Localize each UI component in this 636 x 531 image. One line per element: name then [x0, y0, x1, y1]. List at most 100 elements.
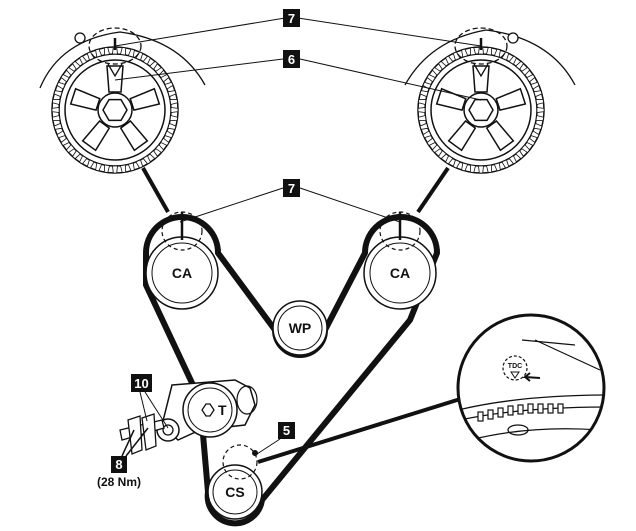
sprocket-tooth	[493, 48, 501, 58]
sprocket-tooth	[452, 159, 461, 169]
sprocket-tooth	[417, 107, 426, 113]
sprocket-tooth	[142, 55, 151, 65]
sprocket-tooth	[445, 55, 454, 65]
sprocket-tooth	[526, 137, 536, 146]
sprocket-tooth	[71, 150, 81, 160]
pointer-right	[416, 166, 450, 214]
sprocket-tooth	[51, 98, 61, 106]
sprocket-tooth	[469, 46, 477, 56]
sprocket-tooth	[419, 90, 429, 98]
cam-pulley-right: CA	[363, 211, 437, 310]
sprocket-tooth	[60, 137, 70, 146]
sprocket-tooth	[437, 150, 447, 160]
sprocket-tooth	[515, 150, 525, 160]
sprocket-tooth	[155, 66, 165, 76]
pointer-left	[141, 167, 170, 213]
tdc-label: TDC	[508, 363, 522, 370]
sprocket-notch-right	[473, 63, 489, 78]
pointer-detail	[257, 394, 471, 464]
sprocket-tooth	[155, 144, 165, 154]
sprocket-tooth	[461, 162, 469, 172]
callout-6: 6	[114, 50, 482, 101]
sprocket-tooth	[508, 155, 517, 165]
cam-pulley-left: CA	[145, 211, 219, 310]
sprocket-tooth	[419, 122, 429, 130]
camshaft-sprocket-right	[417, 46, 545, 174]
sprocket-tooth	[515, 60, 525, 70]
sprocket-tooth	[53, 90, 63, 98]
sprocket-notch-left	[107, 63, 123, 78]
sprocket-tooth	[79, 155, 88, 165]
sprocket-tooth	[119, 46, 127, 56]
sprocket-tooth	[164, 81, 174, 90]
sprocket-tooth	[112, 46, 118, 55]
torque-spec: (28 Nm)	[97, 475, 141, 489]
callout-7-mid: 7	[179, 179, 401, 223]
callout-8: 8 (28 Nm)	[97, 427, 149, 489]
sprocket-tooth	[53, 122, 63, 130]
engine-head-right	[404, 29, 576, 86]
sprocket-tooth	[536, 107, 545, 113]
cam-pulley-right-label: CA	[390, 265, 410, 281]
sprocket-tooth	[478, 165, 484, 174]
sprocket-tooth	[65, 66, 75, 76]
sprocket-tooth	[530, 130, 540, 139]
callout-7-mid-label: 7	[288, 181, 295, 196]
sprocket-tooth	[170, 107, 179, 113]
engine-head-left	[39, 31, 206, 89]
sprocket-tooth	[160, 137, 170, 146]
tdc-detail-inset: TDC	[456, 313, 606, 463]
sprocket-tooth	[119, 164, 127, 174]
sprocket-tooth	[51, 107, 60, 113]
sprocket-tooth	[164, 130, 174, 139]
sprocket-tooth	[56, 81, 66, 90]
sprocket-tooth	[526, 74, 536, 83]
sprocket-tooth	[60, 74, 70, 83]
sprocket-tooth	[169, 98, 179, 106]
sprocket-tooth	[169, 114, 179, 122]
sprocket-tooth	[493, 162, 501, 172]
callout-7-top-label: 7	[288, 11, 295, 26]
sprocket-tooth	[86, 51, 95, 61]
sprocket-tooth	[417, 98, 427, 106]
sprocket-tooth	[112, 165, 118, 174]
crankshaft-pulley: CS	[207, 444, 263, 520]
sprocket-tooth	[127, 48, 135, 58]
sprocket-tooth	[127, 162, 135, 172]
crankshaft-label: CS	[225, 484, 244, 500]
tensioner-label: T	[218, 402, 227, 418]
tensioner-assembly: T	[156, 379, 258, 442]
sprocket-tooth	[533, 90, 543, 98]
head-stud-left	[74, 32, 86, 44]
sprocket-tooth	[535, 98, 545, 106]
sprocket-tooth	[469, 164, 477, 174]
sprocket-tooth	[485, 164, 493, 174]
sprocket-tooth	[422, 130, 432, 139]
sprocket-tooth	[142, 155, 151, 165]
sprocket-tooth	[51, 114, 61, 122]
sprocket-tooth	[521, 144, 531, 154]
sprocket-tooth	[431, 66, 441, 76]
sprocket-tooth	[160, 74, 170, 83]
water-pump-label: WP	[289, 320, 312, 336]
timing-belt	[143, 214, 440, 527]
sprocket-tooth	[103, 46, 111, 56]
sprocket-tooth	[485, 46, 493, 56]
sprocket-tooth	[149, 150, 159, 160]
sprocket-tooth	[422, 81, 432, 90]
camshaft-sprocket-left	[51, 46, 179, 174]
callout-7-top: 7	[114, 9, 482, 47]
head-stud-right	[507, 32, 519, 44]
callout-5-label: 5	[283, 423, 290, 438]
callout-10: 10	[131, 374, 169, 429]
sprocket-tooth	[71, 60, 81, 70]
sprocket-tooth	[417, 114, 427, 122]
callout-5: 5	[256, 422, 295, 455]
tdc-arrow-icon	[522, 372, 541, 382]
sprocket-tooth	[478, 46, 484, 55]
mark-circle-top-right	[454, 27, 508, 65]
sprocket-tooth	[56, 130, 66, 139]
sprocket-tooth	[95, 48, 103, 58]
